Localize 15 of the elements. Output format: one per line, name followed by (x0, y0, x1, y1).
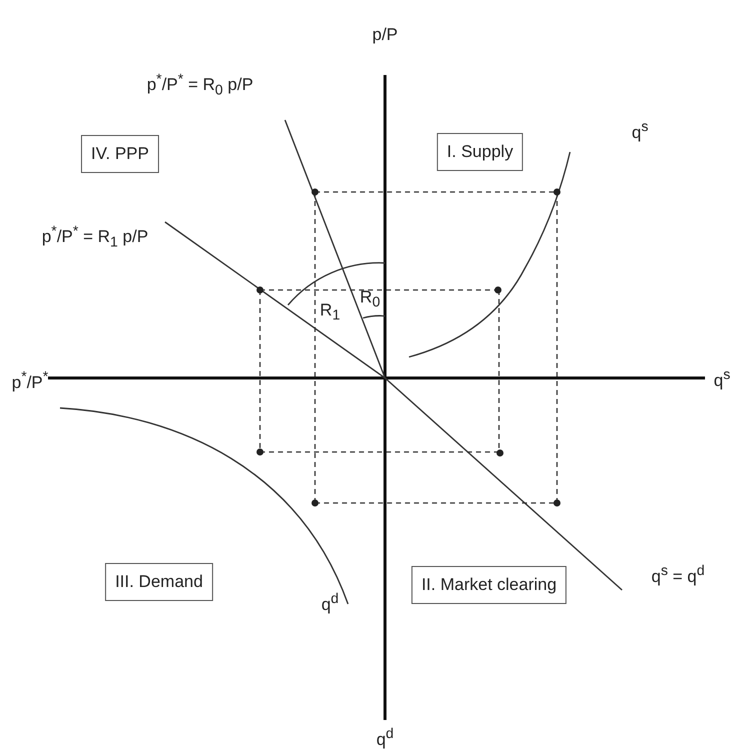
quadrant-label-box: I. Supply (436, 133, 524, 171)
angle-label: R$_{1}$ (320, 300, 340, 326)
curve-label: q$^{d}$ (321, 590, 339, 615)
axis-label: q$^{s}$ (714, 366, 730, 391)
axis-label: q$^{d}$ (376, 725, 394, 749)
quadrant-label-box: IV. PPP (81, 135, 159, 173)
equation-label: q$^{s}$ = q$^{d}$ (651, 562, 705, 587)
quadrant-label-box: III. Demand (105, 563, 213, 601)
quadrant-label-box: II. Market clearing (411, 566, 567, 604)
equation-label: p$^{*}$/P$^{*}$ = R$_{0}$ p/P (146, 70, 254, 101)
axis-label: p$^{*}$/P$^{*}$ (12, 368, 48, 393)
angle-label: R$_{0}$ (360, 287, 380, 313)
equation-label: p$^{*}$/P$^{*}$ = R$_{1}$ p/P (42, 222, 148, 253)
axis-label: p/P (372, 25, 398, 45)
curve-label: q$^{s}$ (632, 118, 648, 143)
